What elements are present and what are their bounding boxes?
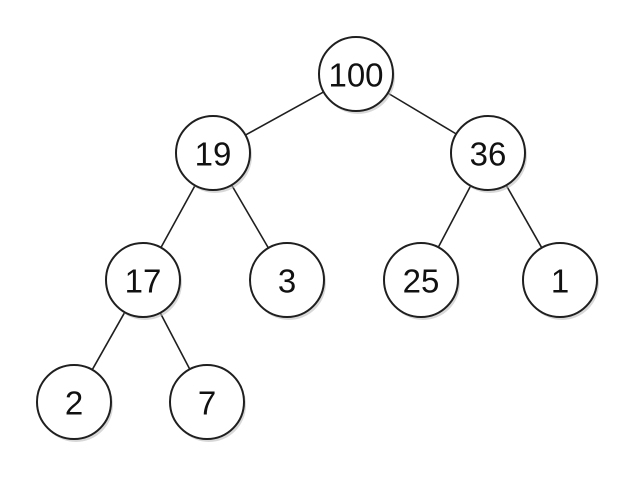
edge-n17-n2 xyxy=(91,311,126,371)
node-label: 1 xyxy=(551,263,569,300)
edge-n17-n7 xyxy=(159,312,191,370)
edges-layer xyxy=(91,91,543,371)
node-label: 25 xyxy=(403,263,440,300)
node-label: 2 xyxy=(65,385,83,422)
edge-n36-n25 xyxy=(437,185,472,248)
node-circle xyxy=(249,242,325,318)
tree-node-1: 1 xyxy=(522,242,599,320)
node-circle xyxy=(318,36,394,112)
node-circle xyxy=(522,242,598,318)
edge-n100-n19 xyxy=(245,91,324,136)
tree-node-2: 2 xyxy=(36,364,113,442)
tree-node-36: 36 xyxy=(450,115,527,193)
node-label: 36 xyxy=(470,136,507,173)
node-circle xyxy=(105,242,181,318)
node-circle xyxy=(175,115,251,191)
edge-n19-n3 xyxy=(230,184,270,249)
node-circle xyxy=(169,364,245,440)
node-label: 7 xyxy=(198,385,216,422)
tree-node-25: 25 xyxy=(383,242,460,320)
tree-node-7: 7 xyxy=(169,364,246,442)
node-label: 17 xyxy=(125,263,162,300)
node-label: 19 xyxy=(195,136,232,173)
nodes-layer: 100 19 36 17 3 25 1 2 7 xyxy=(36,36,599,442)
tree-node-17: 17 xyxy=(105,242,182,320)
tree-node-100: 100 xyxy=(318,36,395,114)
node-circle xyxy=(450,115,526,191)
node-label: 100 xyxy=(328,57,383,94)
edge-n19-n17 xyxy=(160,185,196,248)
edge-n100-n36 xyxy=(387,92,457,135)
tree-node-19: 19 xyxy=(175,115,252,193)
node-circle xyxy=(36,364,112,440)
node-label: 3 xyxy=(278,263,296,300)
node-circle xyxy=(383,242,459,318)
tree-node-3: 3 xyxy=(249,242,326,320)
edge-n36-n1 xyxy=(505,184,543,249)
